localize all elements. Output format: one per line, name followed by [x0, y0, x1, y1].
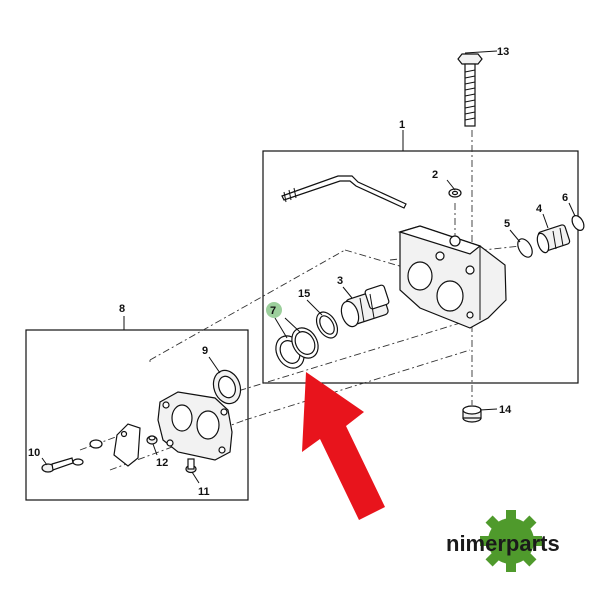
- brand-name: nimerparts: [446, 531, 560, 556]
- callout-12: 12: [156, 457, 168, 469]
- callout-2: 2: [432, 169, 438, 181]
- callout-1: 1: [399, 119, 405, 131]
- ring-15: [315, 311, 339, 339]
- fitting-4: [536, 224, 571, 254]
- callout-4: 4: [536, 203, 543, 215]
- callout-labels: 1 2 3 4 5 6 7 8 9 10 11 12 13 14 15: [28, 46, 568, 498]
- spool-3: [340, 284, 390, 328]
- callout-10: 10: [28, 447, 40, 459]
- highlight-badge-7: [266, 302, 282, 318]
- o-ring-5: [517, 238, 533, 258]
- brand-logo: nimerparts: [446, 510, 560, 572]
- callout-5: 5: [504, 218, 510, 230]
- red-highlight-arrow: [302, 372, 385, 520]
- bolt-10: [41, 457, 74, 473]
- seal-9: [212, 369, 242, 405]
- callout-6: 6: [562, 192, 568, 204]
- callout-3: 3: [337, 275, 343, 287]
- lever-rod: [281, 175, 407, 209]
- callout-7: 7: [270, 305, 276, 317]
- cover-plate: [157, 391, 233, 461]
- rings-7: [275, 327, 319, 369]
- nut-14: [462, 405, 482, 423]
- screw-11: [185, 458, 197, 474]
- valve-housing: [397, 225, 507, 329]
- callout-13: 13: [497, 46, 509, 58]
- plug-2: [448, 188, 462, 198]
- callout-8: 8: [119, 303, 125, 315]
- leader-lines: [41, 50, 576, 484]
- washer-small: [72, 439, 103, 466]
- callout-9: 9: [202, 345, 208, 357]
- cover-assembly-frame: [25, 329, 249, 501]
- callout-15: 15: [298, 288, 310, 300]
- gasket: [113, 423, 141, 467]
- plug-12: [146, 435, 158, 445]
- main-assembly-frame: [262, 150, 579, 384]
- callout-14: 14: [499, 404, 512, 416]
- bolt-13: [457, 53, 483, 127]
- gear-icon: [480, 510, 542, 572]
- o-ring-6: [571, 215, 585, 231]
- callout-11: 11: [198, 486, 210, 498]
